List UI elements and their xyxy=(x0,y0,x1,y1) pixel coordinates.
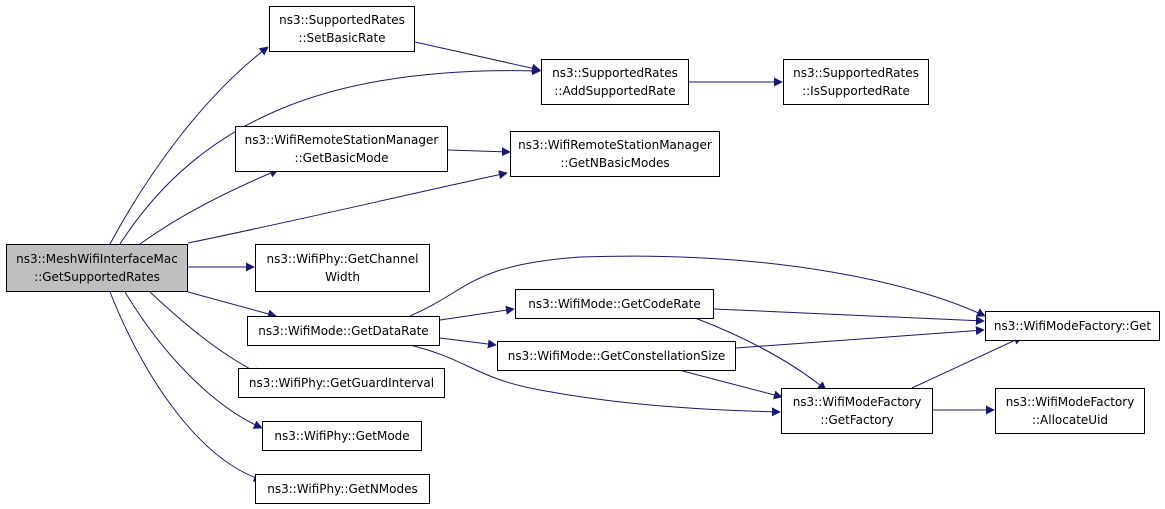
edge-getdatarate-factoryget xyxy=(409,255,986,317)
node-wifiphy-getmode[interactable]: ns3::WifiPhy::GetMode xyxy=(262,421,422,451)
node-label-line-1: ns3::WifiPhy::GetMode xyxy=(274,429,410,443)
node-label-line-1: ns3::WifiMode::GetCodeRate xyxy=(528,297,701,311)
edge-root-getmode xyxy=(124,291,263,429)
node-label-line-1: ns3::SupportedRates xyxy=(279,13,405,27)
edge-getdatarate-getconstellationsize xyxy=(439,337,497,349)
node-label-line-2: ::IsSupportedRate xyxy=(802,84,910,98)
node-supportedrates-addsupportedrate[interactable]: ns3::SupportedRates ::AddSupportedRate xyxy=(541,59,689,105)
node-label-line-2: ::GetFactory xyxy=(820,413,894,427)
node-label-line-2: ::GetNBasicModes xyxy=(560,156,670,170)
edge-root-getnbasicmodes xyxy=(187,170,508,244)
edge-getcoderate-factoryget xyxy=(713,308,985,326)
node-wifiphy-getnmodes[interactable]: ns3::WifiPhy::GetNModes xyxy=(255,474,430,504)
node-label-line-1: ns3::WifiRemoteStationManager xyxy=(244,133,439,147)
edge-root-getdatarate xyxy=(187,291,277,319)
node-wifimode-getcoderate[interactable]: ns3::WifiMode::GetCodeRate xyxy=(515,289,714,319)
node-label-line-1: ns3::WifiModeFactory xyxy=(1005,395,1135,409)
node-label-line-2: ::GetBasicMode xyxy=(294,151,389,165)
edge-getconstellationsize-factoryget xyxy=(735,326,985,349)
node-label-line-1: ns3::WifiRemoteStationManager xyxy=(518,138,712,152)
node-wifimodefactory-allocateuid[interactable]: ns3::WifiModeFactory ::AllocateUid xyxy=(995,388,1145,434)
node-label-line-2: Width xyxy=(325,270,360,284)
edge-getconstellationsize-getfactory xyxy=(674,368,783,400)
node-label-line-1: ns3::SupportedRates xyxy=(552,66,678,80)
node-label-line-1: ns3::WifiModeFactory::Get xyxy=(993,319,1152,333)
edge-root-setbasicrate xyxy=(109,46,269,245)
node-label-line-2: ::GetSupportedRates xyxy=(34,270,160,284)
node-wifimodefactory-get[interactable]: ns3::WifiModeFactory::Get xyxy=(985,311,1160,341)
node-wifimode-getconstellationsize[interactable]: ns3::WifiMode::GetConstellationSize xyxy=(497,341,736,371)
node-label-line-1: ns3::WifiPhy::GetGuardInterval xyxy=(248,376,435,390)
node-label-line-1: ns3::WifiPhy::GetNModes xyxy=(267,482,418,496)
node-meshwifiinterfacemac-getsupportedrates[interactable]: ns3::MeshWifiInterfaceMac ::GetSupported… xyxy=(6,244,188,292)
node-wifiremotestationmanager-getnbasicmodes[interactable]: ns3::WifiRemoteStationManager ::GetNBasi… xyxy=(510,131,720,177)
node-label-line-1: ns3::MeshWifiInterfaceMac xyxy=(16,252,178,266)
node-supportedrates-issupportedrate[interactable]: ns3::SupportedRates ::IsSupportedRate xyxy=(783,59,929,105)
node-wifiphy-getchannelwidth[interactable]: ns3::WifiPhy::GetChannel Width xyxy=(255,244,430,292)
edge-root-getbasicmode xyxy=(139,168,279,245)
node-label-line-2: ::AddSupportedRate xyxy=(554,84,676,98)
edge-root-getguardinterval xyxy=(149,291,263,376)
node-label-line-1: ns3::WifiMode::GetDataRate xyxy=(258,324,429,338)
edge-getcoderate-getfactory xyxy=(694,317,827,391)
edge-root-addsupportedrate xyxy=(119,66,541,245)
node-label-line-2: ::AllocateUid xyxy=(1031,413,1109,427)
node-supportedrates-setbasicrate[interactable]: ns3::SupportedRates ::SetBasicRate xyxy=(269,6,415,52)
edge-getbasicmode-getnbasicmodes xyxy=(447,147,511,157)
edge-setbasicrate-addsupportedrate xyxy=(414,41,541,73)
edge-root-getnmodes xyxy=(109,291,263,482)
node-wifimode-getdatarate[interactable]: ns3::WifiMode::GetDataRate xyxy=(247,316,440,346)
node-label-line-1: ns3::WifiMode::GetConstellationSize xyxy=(507,349,726,363)
edge-getfactory-factoryget xyxy=(911,336,1023,389)
node-wifiremotestationmanager-getbasicmode[interactable]: ns3::WifiRemoteStationManager ::GetBasic… xyxy=(235,126,448,172)
node-wifiphy-getguardinterval[interactable]: ns3::WifiPhy::GetGuardInterval xyxy=(238,368,445,398)
node-label-line-1: ns3::WifiModeFactory xyxy=(792,395,922,409)
node-wifimodefactory-getfactory[interactable]: ns3::WifiModeFactory ::GetFactory xyxy=(781,388,933,434)
edge-getdatarate-getfactory xyxy=(409,344,781,417)
node-label-line-2: ::SetBasicRate xyxy=(298,31,386,45)
node-label-line-1: ns3::WifiPhy::GetChannel xyxy=(266,252,419,266)
edge-getdatarate-getcoderate xyxy=(439,305,515,321)
node-label-line-1: ns3::SupportedRates xyxy=(793,66,919,80)
